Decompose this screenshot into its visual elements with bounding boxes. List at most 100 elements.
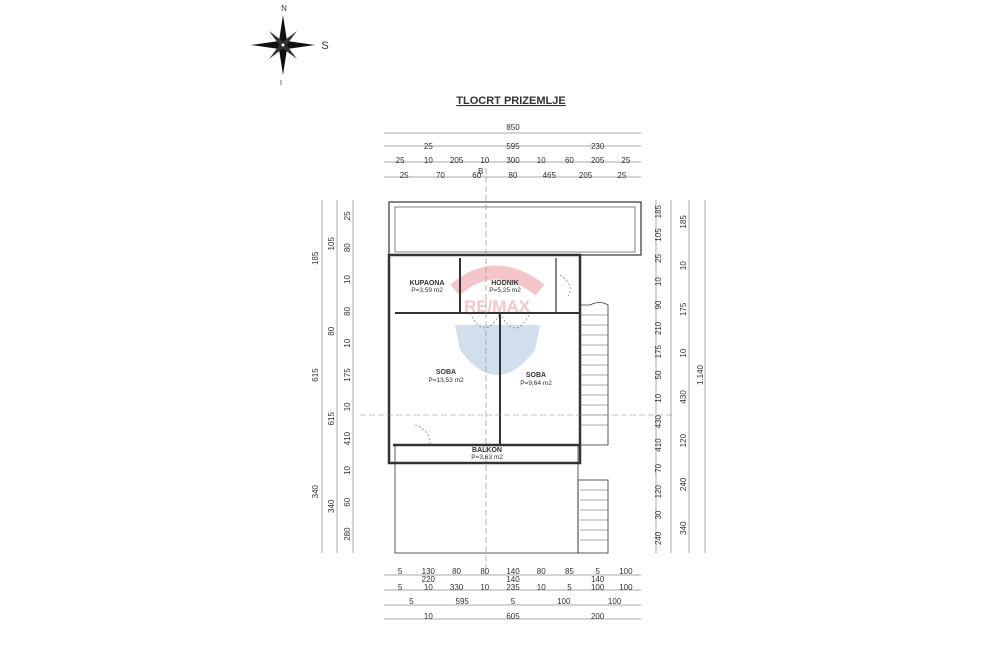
dimension-value: 85 — [565, 567, 574, 576]
dimension-value: 200 — [591, 612, 605, 621]
dimension-value: 105 — [327, 237, 336, 251]
dimension-value: 25 — [621, 156, 630, 165]
dimension-value: 10 — [424, 612, 433, 621]
dimension-value: 10 — [424, 156, 433, 165]
dimension-value: 205 — [450, 156, 464, 165]
dimension-value: 100 — [608, 597, 622, 606]
remax-watermark: RE/MAX — [450, 265, 545, 375]
dimension-value: 850 — [506, 123, 520, 132]
compass-north: N — [281, 4, 287, 13]
dimension-value: 10 — [679, 261, 688, 270]
dimension-value: 80 — [537, 567, 546, 576]
dimension-value: 175 — [654, 344, 663, 358]
dimension-value: 30 — [654, 510, 663, 519]
room-name: SOBA — [436, 369, 456, 376]
dimension-value: 340 — [311, 484, 320, 498]
dimension-value: 615 — [311, 368, 320, 382]
dimension-value: 10 — [679, 348, 688, 357]
dimension-value: 100 — [619, 583, 633, 592]
dimension-value: 25 — [343, 211, 352, 220]
dimension-value: 100 — [619, 567, 633, 576]
dimension-value: 235 — [506, 583, 520, 592]
room-area: P=3,59 m2 — [411, 287, 443, 294]
dimension-value: 80 — [452, 567, 461, 576]
dimension-value: 10 — [537, 156, 546, 165]
dimension-value: 25 — [424, 142, 433, 151]
section-lines — [360, 168, 672, 575]
dimension-value: 205 — [579, 171, 593, 180]
dimension-value: 90 — [654, 300, 663, 309]
dimension-value: 80 — [509, 171, 518, 180]
page-title: TLOCRT PRIZEMLJE — [456, 95, 565, 107]
dimension-value: 70 — [654, 463, 663, 472]
dimension-value: 1.140 — [696, 364, 705, 385]
dimension-value: 10 — [424, 583, 433, 592]
dimension-value: 25 — [617, 171, 626, 180]
room-name: KUPAONA — [410, 280, 445, 287]
dimension-value: 10 — [343, 402, 352, 411]
room-area: P=3,63 m2 — [471, 454, 503, 461]
dimension-value: 10 — [654, 393, 663, 402]
dimension-value: 60 — [343, 497, 352, 506]
room-name: HODNIK — [491, 280, 519, 287]
dimension-value: 140 — [591, 575, 605, 584]
dimension-value: 5 — [595, 567, 600, 576]
dimension-value: 430 — [654, 414, 663, 428]
dimension-value: 465 — [543, 171, 557, 180]
dimension-value: 10 — [654, 277, 663, 286]
dimension-lines — [321, 132, 706, 620]
dimension-value: 240 — [679, 477, 688, 491]
dimension-value: 340 — [327, 499, 336, 513]
dimension-value: 300 — [506, 156, 520, 165]
dimension-value: 70 — [436, 171, 445, 180]
dimension-value: 185 — [654, 204, 663, 218]
dimension-value: 50 — [654, 370, 663, 379]
dimension-value: 430 — [679, 390, 688, 404]
dimension-value: 140 — [506, 567, 520, 576]
dimension-value: 80 — [327, 326, 336, 335]
building-walls — [387, 201, 642, 554]
staircase — [580, 314, 608, 541]
dimension-value: 10 — [343, 275, 352, 284]
dimension-value: 120 — [679, 433, 688, 447]
dimension-value: 340 — [679, 521, 688, 535]
dimension-value: 230 — [591, 142, 605, 151]
dimension-value: 220 — [422, 575, 436, 584]
room-area: P=13,53 m2 — [428, 377, 464, 384]
dimension-value: 10 — [343, 338, 352, 347]
dimension-value: 5 — [409, 597, 414, 606]
dimension-value: 5 — [398, 583, 403, 592]
room-area: P=9,64 m2 — [520, 380, 552, 387]
dimension-value: 130 — [422, 567, 436, 576]
dimension-value: 10 — [480, 583, 489, 592]
dimension-value: 210 — [654, 321, 663, 335]
dimension-value: 185 — [679, 215, 688, 229]
dimension-value: 100 — [591, 583, 605, 592]
dimension-value: 615 — [327, 412, 336, 426]
dimension-value: 185 — [311, 251, 320, 265]
dimension-value: 595 — [506, 142, 520, 151]
dimension-value: 410 — [654, 438, 663, 452]
dimension-value: 25 — [400, 171, 409, 180]
dimension-value: 5 — [567, 583, 572, 592]
dimension-value: 175 — [679, 302, 688, 316]
dimension-value: 410 — [343, 431, 352, 445]
dimension-value: 80 — [343, 243, 352, 252]
compass-east: I — [280, 80, 282, 87]
dimension-value: 240 — [654, 531, 663, 545]
dimension-value: 5 — [511, 597, 516, 606]
room-name: SOBA — [526, 372, 546, 379]
dimension-value: 105 — [654, 228, 663, 242]
dimension-value: 25 — [396, 156, 405, 165]
dimension-value: 5 — [398, 567, 403, 576]
dimension-value: 280 — [343, 527, 352, 541]
dimension-value: 140 — [506, 575, 520, 584]
dimension-value: 120 — [654, 484, 663, 498]
dimension-value: 25 — [654, 253, 663, 262]
section-mark: B — [478, 167, 483, 176]
room-name: BALKON — [472, 447, 502, 454]
dimension-value: 10 — [343, 465, 352, 474]
door-swings — [414, 274, 571, 446]
